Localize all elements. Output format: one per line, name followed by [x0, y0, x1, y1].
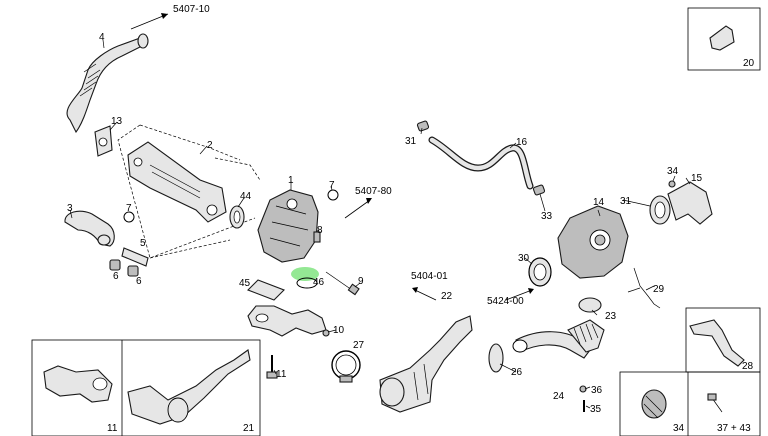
- callout-27: 28: [742, 361, 754, 372]
- callout-8: 8: [317, 225, 323, 236]
- callout-34: 34: [673, 423, 685, 434]
- inset-box-11-21: [31, 339, 261, 436]
- part-4-flange: [137, 33, 149, 49]
- part-25-flange: [488, 343, 504, 373]
- part-20-bracket: [709, 25, 735, 51]
- inset-11-pipe: [43, 365, 113, 403]
- callout-10: 10: [333, 325, 345, 336]
- part-15-elbow: [667, 181, 713, 225]
- callout-29: 30: [518, 253, 530, 264]
- callout-6-left: 6: [113, 271, 119, 282]
- callout-37-43: 37 + 43: [717, 423, 751, 434]
- part-2-cooler: [127, 141, 227, 223]
- callout-22: 22: [441, 291, 453, 302]
- part-45-gasket: [247, 279, 285, 301]
- callout-36: 36: [591, 385, 603, 396]
- callout-5: 5: [140, 238, 146, 249]
- part-8-pin: [313, 231, 321, 243]
- callout-23: 23: [605, 311, 617, 322]
- inset-21-cooler: [127, 349, 251, 425]
- reference-5424-00[interactable]: 5424-00: [487, 296, 524, 307]
- callout-9: 9: [358, 276, 364, 287]
- part-1-egr-valve: [257, 189, 319, 263]
- callout-35: 35: [590, 404, 602, 415]
- inset-box-20: [687, 7, 761, 71]
- callout-16: 16: [516, 137, 528, 148]
- part-5-tube: [121, 247, 149, 267]
- callout-13: 13: [111, 116, 123, 127]
- part-6-clamp: [127, 265, 139, 277]
- callout-30: 31: [620, 196, 632, 207]
- part-24-hose: [515, 331, 591, 359]
- callout-6-right: 6: [136, 276, 142, 287]
- callout-45: 45: [239, 278, 251, 289]
- part-28-bracket: [633, 267, 661, 309]
- reference-5404-01[interactable]: 5404-01: [411, 271, 448, 282]
- callout-12: 11: [276, 369, 287, 380]
- callout-24: 24: [553, 391, 565, 402]
- inset-box-34-37: [619, 371, 761, 436]
- part-4-pipe: [66, 37, 147, 134]
- callout-33: 34: [667, 166, 679, 177]
- callout-3: 3: [67, 203, 73, 214]
- callout-20: 20: [743, 58, 755, 69]
- callout-4: 4: [99, 32, 105, 43]
- callout-2: 2: [207, 140, 213, 151]
- callout-14: 14: [593, 197, 605, 208]
- callout-11: 11: [107, 423, 118, 434]
- callout-31-top: 31: [405, 136, 417, 147]
- part-36-nut: [579, 385, 587, 393]
- part-33-nut: [668, 180, 676, 188]
- callout-7-left: 7: [126, 203, 132, 214]
- callout-46: 46: [313, 277, 325, 288]
- callout-15: 15: [691, 173, 703, 184]
- callout-21: 21: [243, 423, 255, 434]
- part-46-gasket: [296, 277, 318, 289]
- callout-1: 1: [288, 175, 294, 186]
- part-6-clamp: [109, 259, 121, 271]
- callout-44: 44: [240, 191, 252, 202]
- callout-7-right: 7: [329, 180, 335, 191]
- part-10-nut: [322, 329, 330, 337]
- callout-25: 26: [511, 367, 523, 378]
- callout-31-bottom: 33: [541, 211, 553, 222]
- part-31-cap: [416, 120, 430, 132]
- reference-5407-10[interactable]: 5407-10: [173, 4, 210, 15]
- part-24-bellows: [567, 319, 605, 353]
- part-7-ring: [327, 189, 339, 201]
- part-23-ring: [578, 297, 602, 313]
- part-46-highlight: [291, 267, 319, 281]
- callout-26: 27: [353, 340, 365, 351]
- reference-5407-80[interactable]: 5407-80: [355, 186, 392, 197]
- part-7-ring: [123, 211, 135, 223]
- part-27-bracket: [689, 319, 745, 367]
- callout-28: 29: [653, 284, 665, 295]
- part-31-cap: [532, 184, 546, 196]
